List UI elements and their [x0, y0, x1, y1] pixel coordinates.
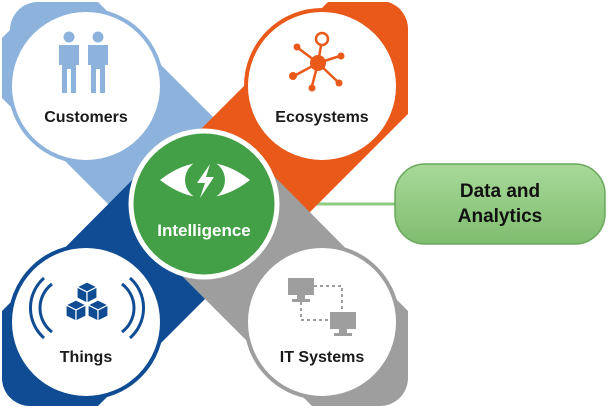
intelligence-hub: Intelligence [128, 128, 280, 280]
customers-circle [8, 8, 164, 164]
data-analytics-callout: Data and Analytics [394, 163, 606, 245]
connected-cubes-icon [29, 276, 145, 340]
callout-label-line2: Analytics [458, 206, 542, 227]
callout-pill [394, 163, 606, 245]
it-systems-label: IT Systems [280, 349, 365, 366]
things-label: Things [60, 349, 113, 366]
hub-label: Intelligence [157, 221, 251, 240]
customers-label: Customers [44, 109, 128, 126]
network-hub-icon [289, 31, 345, 92]
ecosystems-circle [244, 8, 400, 164]
hub-circle [128, 128, 280, 280]
people-icon [59, 31, 108, 93]
ecosystems-label: Ecosystems [275, 109, 368, 126]
it-systems-circle [244, 244, 400, 400]
linked-computers-icon [288, 278, 356, 336]
callout-label-line1: Data and [460, 181, 540, 202]
eye-lightning-icon [160, 160, 250, 200]
